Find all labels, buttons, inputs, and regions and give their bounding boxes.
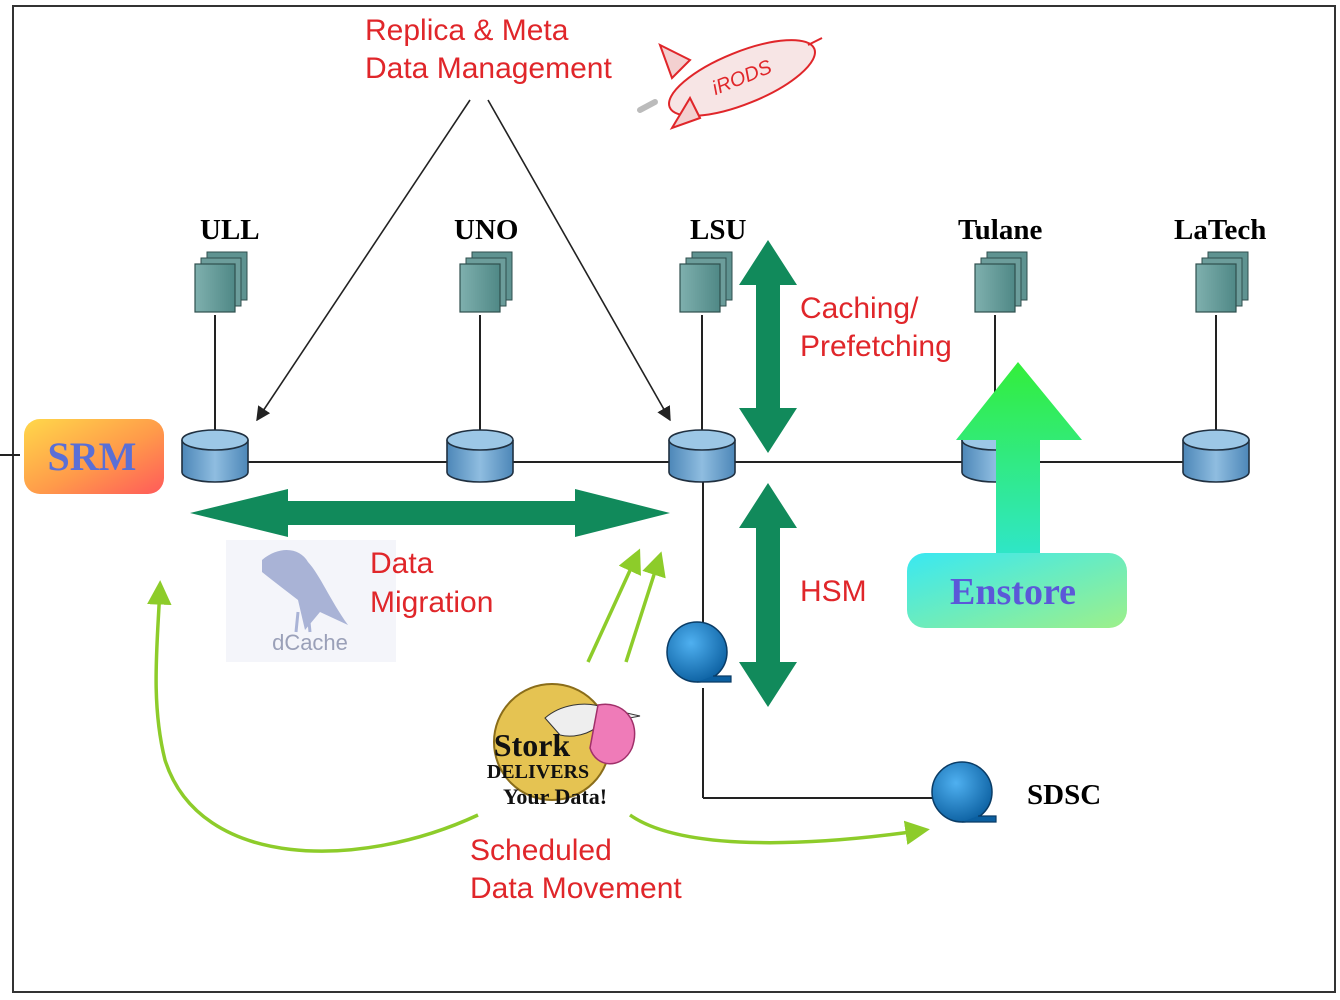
server-ull-icon	[194, 251, 248, 313]
srm-text: SRM	[48, 434, 137, 479]
caching-arrow	[739, 240, 797, 453]
hsm-arrow	[739, 483, 797, 707]
server-uno-icon	[459, 251, 513, 313]
hsm-label: HSM	[800, 575, 867, 608]
replica-label-line2: Data Management	[365, 52, 612, 85]
irods-logo: iRODS	[637, 37, 823, 130]
data-migration-arrow	[190, 489, 670, 537]
stork-delivers: DELIVERS	[487, 761, 589, 783]
site-label-latech: LaTech	[1174, 214, 1267, 246]
replica-label-line1: Replica & Meta	[365, 14, 569, 47]
server-latech-icon	[1195, 251, 1249, 313]
srm-logo: SRM	[0, 419, 164, 494]
tape-sdsc-icon	[931, 761, 997, 823]
stork-title: Stork	[494, 727, 571, 763]
caching-label-line2: Prefetching	[800, 330, 952, 363]
scheduled-label-line2: Data Movement	[470, 872, 682, 905]
caching-label-line1: Caching/	[800, 292, 919, 325]
scheduled-movement-arrows	[147, 548, 930, 853]
disk-latech-icon	[1182, 429, 1250, 483]
enstore-text: Enstore	[950, 571, 1076, 613]
frame-border	[12, 5, 1336, 993]
server-lsu-icon	[679, 251, 733, 313]
disk-lsu-icon	[668, 429, 736, 483]
site-label-tulane: Tulane	[958, 214, 1043, 246]
server-tulane-icon	[974, 251, 1028, 313]
site-label-uno: UNO	[454, 214, 519, 246]
disk-uno-icon	[446, 429, 514, 483]
enstore-logo: Enstore	[907, 553, 1127, 628]
enstore-up-arrow	[956, 362, 1082, 555]
tape-lsu-icon	[666, 621, 732, 683]
dcache-text: dCache	[272, 630, 348, 655]
site-label-ull: ULL	[200, 214, 260, 246]
stork-tagline: Your Data!	[503, 784, 607, 809]
migration-label-line2: Migration	[370, 586, 494, 619]
migration-label-line1: Data	[370, 547, 434, 580]
replica-arrows	[256, 99, 671, 422]
site-label-sdsc: SDSC	[1027, 779, 1102, 811]
scheduled-label-line1: Scheduled	[470, 834, 612, 867]
disk-ull-icon	[181, 429, 249, 483]
stork-logo: Stork DELIVERS Your Data!	[482, 668, 644, 810]
site-label-lsu: LSU	[690, 214, 747, 246]
dcache-logo: dCache	[226, 540, 396, 662]
